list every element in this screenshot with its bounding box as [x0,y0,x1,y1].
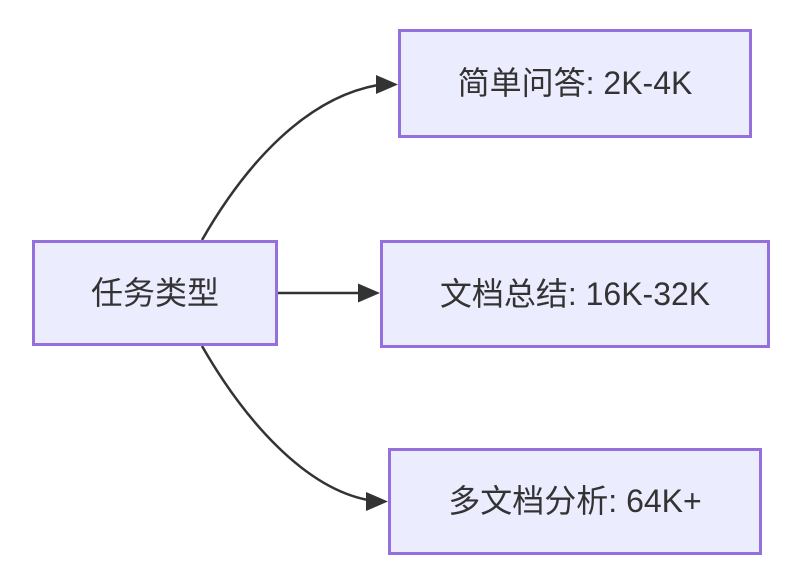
node-doc-summary-label: 文档总结: 16K-32K [439,275,711,312]
node-simple-qa-label: 简单问答: 2K-4K [457,65,693,102]
edge-task-type-to-simple-qa [200,83,379,241]
arrowhead-icon [366,492,388,511]
node-multi-doc-analysis: 多文档分析: 64K+ [388,448,762,555]
edge-task-type-to-multi-doc-analysis [200,345,369,502]
node-multi-doc-analysis-label: 多文档分析: 64K+ [448,483,702,520]
node-task-type: 任务类型 [32,240,278,346]
arrowhead-icon [376,75,398,94]
arrowhead-icon [358,283,380,303]
node-task-type-label: 任务类型 [90,274,219,311]
node-simple-qa: 简单问答: 2K-4K [398,29,752,138]
node-doc-summary: 文档总结: 16K-32K [380,240,770,348]
